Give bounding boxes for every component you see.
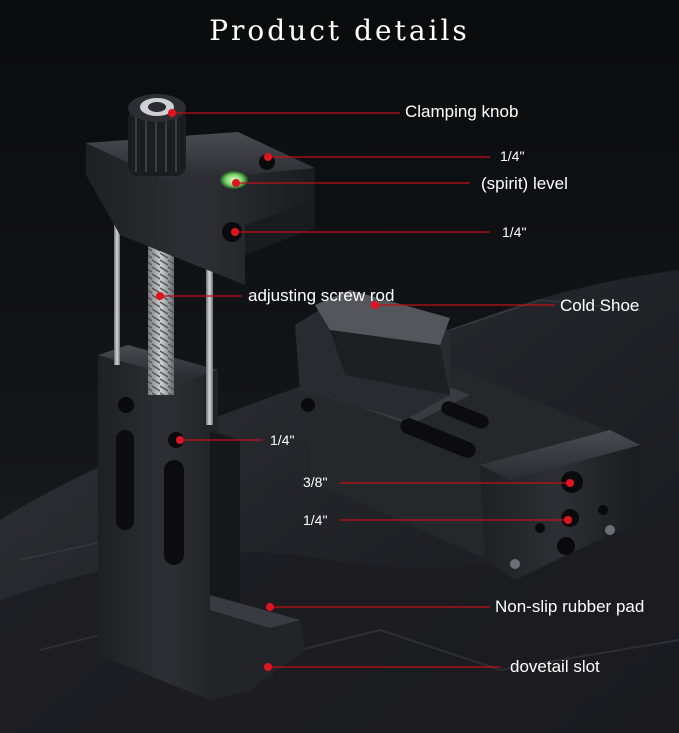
page-title: Product details [209, 14, 470, 47]
label-cold-shoe: Cold Shoe [560, 296, 640, 315]
label-quarter-inch-front: 1/4" [303, 512, 328, 528]
label-quarter-inch-top: 1/4" [500, 148, 525, 164]
label-adjusting-screw-rod: adjusting screw rod [248, 286, 395, 305]
label-dovetail-slot: dovetail slot [510, 657, 600, 676]
label-quarter-inch-body: 1/4" [270, 432, 295, 448]
label-three-eighths-inch: 3/8" [303, 474, 328, 490]
label-spirit-level: (spirit) level [481, 174, 568, 193]
label-clamping-knob: Clamping knob [405, 102, 519, 121]
label-non-slip-rubber-pad: Non-slip rubber pad [495, 597, 645, 616]
label-quarter-inch-side: 1/4" [502, 224, 527, 240]
